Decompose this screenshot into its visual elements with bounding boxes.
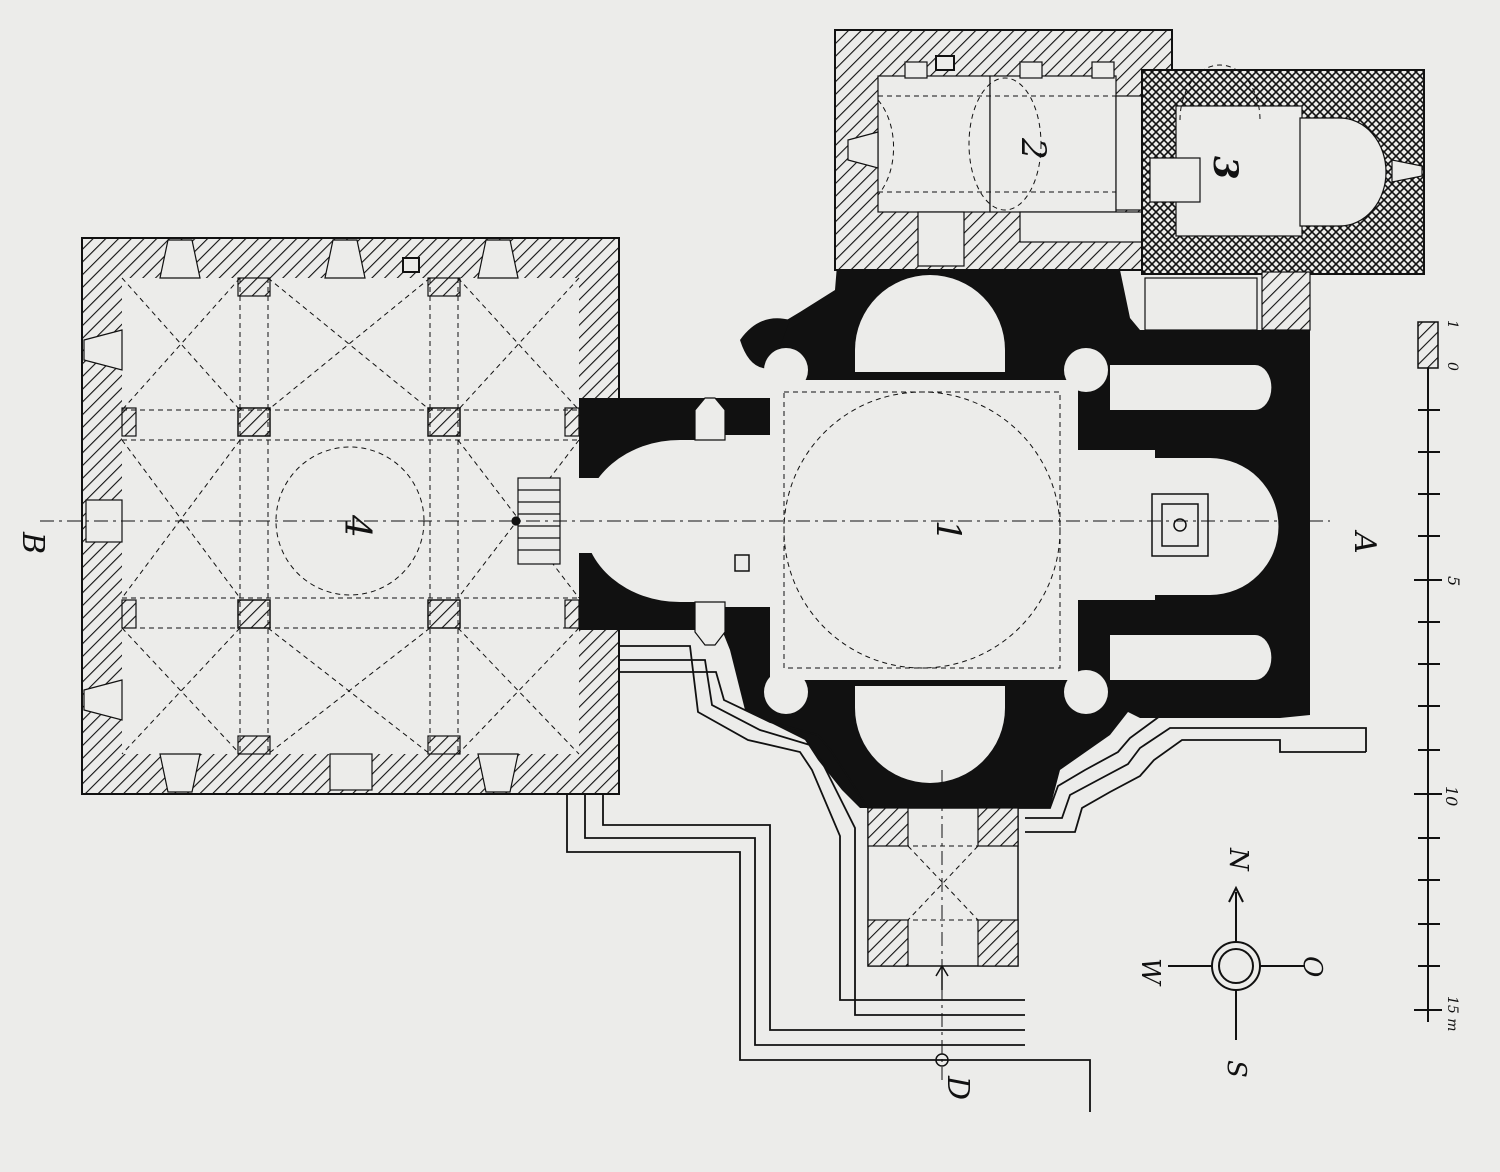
room-label-narthex: 4 — [336, 514, 377, 538]
compass — [1168, 885, 1305, 1040]
section-mark-b: B — [15, 531, 50, 554]
compass-north: N — [1223, 847, 1253, 872]
south-porch — [867, 807, 1019, 967]
scale-label-15m: 15 m — [1444, 996, 1460, 1032]
enclosure-walls — [566, 632, 1367, 1112]
section-mark-a: A — [1347, 529, 1382, 554]
naos — [560, 275, 1279, 783]
chapel-north: 2 — [834, 29, 1173, 271]
narthex-pier — [237, 599, 271, 629]
narthex-pier — [427, 407, 461, 437]
narthex-pier — [237, 407, 271, 437]
narthex-pier — [427, 599, 461, 629]
niche — [402, 257, 420, 273]
compass-west: W — [1135, 958, 1165, 987]
room-label-chapel-east: 3 — [1205, 156, 1245, 180]
compass-south: S — [1221, 1060, 1251, 1078]
compass-east: O — [1297, 956, 1327, 977]
scale-label-5: 5 — [1444, 576, 1463, 586]
room-label-chapel-north: 2 — [1013, 137, 1053, 160]
section-axes — [40, 520, 1330, 1080]
altar — [734, 493, 1209, 572]
scale-bar — [1414, 321, 1442, 1022]
section-mark-d: D — [940, 1075, 975, 1100]
chapel-east: 3 — [1141, 64, 1425, 275]
scale-label-10: 10 — [1442, 786, 1461, 806]
scale-label-1: 1 — [1444, 320, 1460, 329]
room-label-naos: 1 — [928, 520, 968, 542]
scale-label-0: 0 — [1444, 362, 1460, 371]
